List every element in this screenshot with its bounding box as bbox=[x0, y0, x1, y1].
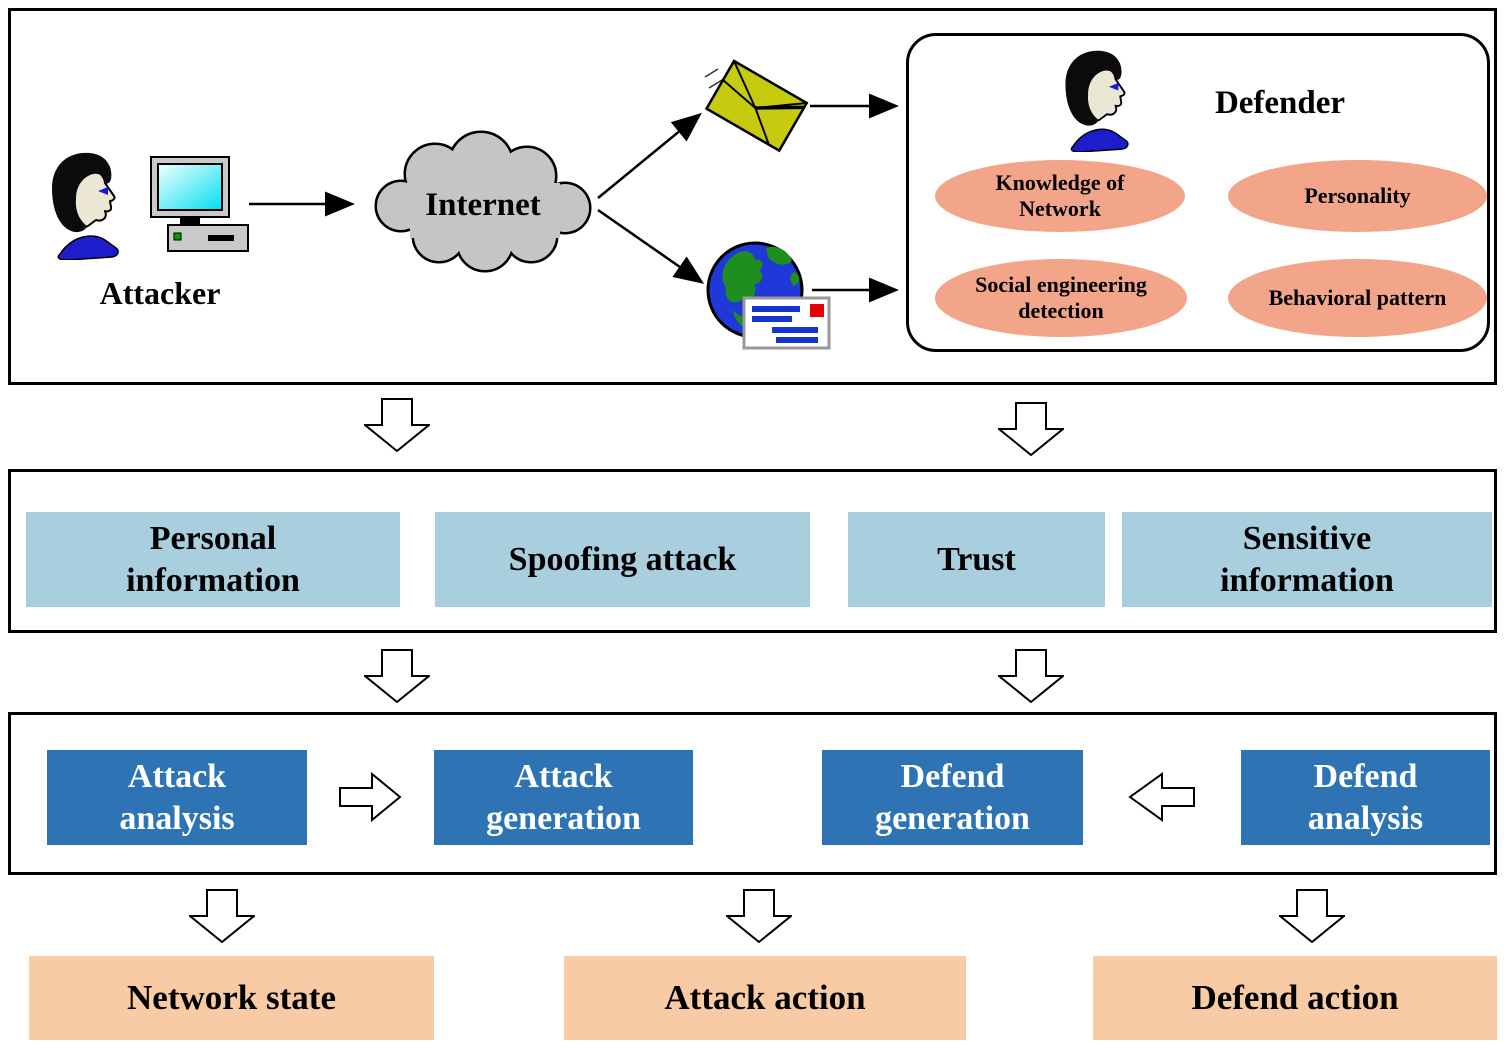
output-box-defend-action: Defend action bbox=[1093, 956, 1497, 1040]
right-block-arrow-icon bbox=[339, 771, 402, 823]
down-arrow-icon bbox=[998, 402, 1064, 456]
internet-cloud-icon bbox=[374, 130, 592, 273]
desktop-computer-icon bbox=[150, 156, 249, 252]
process-box-attack-generation: Attack generation bbox=[434, 750, 693, 845]
attacker-head-icon bbox=[42, 150, 132, 260]
down-arrow-icon bbox=[364, 398, 430, 452]
process-box-defend-generation: Defend generation bbox=[822, 750, 1083, 845]
output-box-attack-action: Attack action bbox=[564, 956, 966, 1040]
info-box-spoofing-attack: Spoofing attack bbox=[435, 512, 810, 607]
web-globe-mail-icon bbox=[706, 241, 831, 350]
down-arrow-icon bbox=[189, 889, 255, 943]
process-box-defend-analysis: Defend analysis bbox=[1241, 750, 1490, 845]
email-envelope-icon bbox=[704, 59, 809, 153]
output-box-network-state: Network state bbox=[29, 956, 434, 1040]
process-box-attack-analysis: Attack analysis bbox=[47, 750, 307, 845]
down-arrow-icon bbox=[364, 649, 430, 703]
defender-capability-detection: Social engineering detection bbox=[935, 259, 1187, 337]
info-box-trust: Trust bbox=[848, 512, 1105, 607]
down-arrow-icon bbox=[726, 889, 792, 943]
info-box-personal-information: Personal information bbox=[26, 512, 400, 607]
defender-capability-knowledge: Knowledge of Network bbox=[935, 160, 1185, 232]
left-block-arrow-icon bbox=[1128, 772, 1195, 822]
info-box-sensitive-information: Sensitive information bbox=[1122, 512, 1492, 607]
internet-label: Internet bbox=[425, 187, 541, 223]
down-arrow-icon bbox=[998, 649, 1064, 703]
down-arrow-icon bbox=[1279, 889, 1345, 943]
defender-head-icon bbox=[1056, 48, 1141, 152]
defender-label: Defender bbox=[1214, 85, 1346, 121]
defender-capability-personality: Personality bbox=[1228, 160, 1487, 232]
attacker-label: Attacker bbox=[99, 275, 221, 311]
defender-capability-behavior: Behavioral pattern bbox=[1228, 259, 1487, 337]
